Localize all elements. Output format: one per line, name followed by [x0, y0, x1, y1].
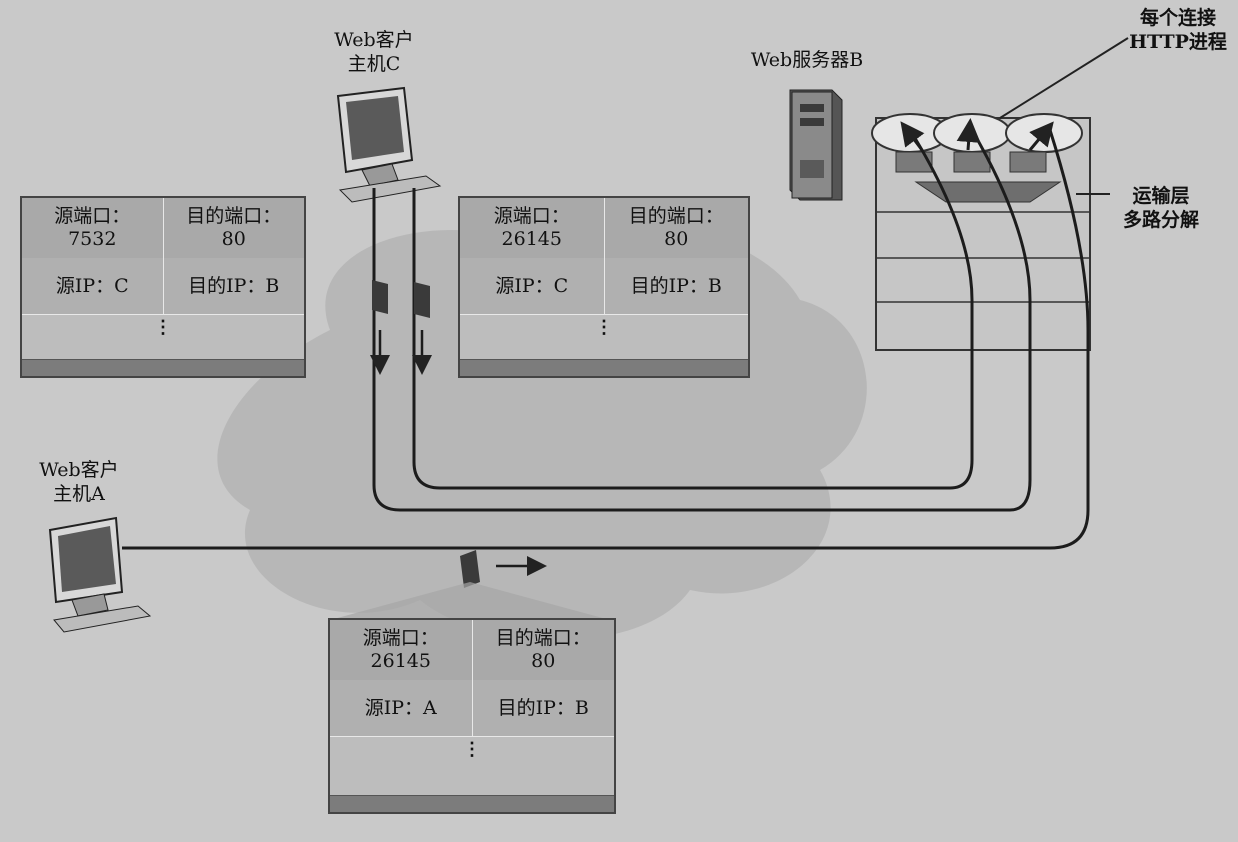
line-c1-to-server — [372, 129, 1032, 512]
host-c-label: Web客户 主机C — [324, 28, 424, 76]
segment-bottom-src-port: 源端口： 26145 — [330, 620, 472, 680]
dst-port-value: 80 — [664, 228, 689, 250]
segment-left-ports: 源端口： 7532 目的端口： 80 — [22, 198, 304, 259]
host-a-label-line2: 主机A — [53, 483, 105, 505]
packet-markers — [372, 280, 480, 588]
server-tower-icon — [789, 89, 843, 201]
segment-bottom-dst-ip: 目的IP：B — [471, 680, 615, 736]
segment-left-footer — [22, 359, 304, 376]
host-c-label-line1: Web客户 — [334, 29, 414, 51]
per-connection-label: 每个连接 HTTP进程 — [1118, 6, 1238, 54]
segment-mid-dst-port: 目的端口： 80 — [603, 198, 749, 258]
direction-arrows — [370, 330, 547, 576]
computer-a-icon — [48, 516, 152, 633]
segment-left-dst-port: 目的端口： 80 — [162, 198, 305, 258]
src-port-value: 26145 — [370, 650, 431, 672]
arrow-into-process-2 — [956, 118, 981, 151]
segment-mid-src-ip: 源IP：C — [495, 274, 569, 297]
segment-mid-ports: 源端口： 26145 目的端口： 80 — [460, 198, 748, 259]
segment-left-src-ip: 源IP：C — [55, 274, 129, 297]
segment-mid: 源端口： 26145 目的端口： 80 源IP：C 目的IP：B ⋮ — [458, 196, 750, 378]
segment-left: 源端口： 7532 目的端口： 80 源IP：C 目的IP：B ⋮ — [20, 196, 306, 378]
segment-left-dst-ip: 目的IP：B — [162, 258, 305, 314]
segment-mid-footer — [460, 359, 748, 376]
demux-trapezoid — [914, 181, 1062, 203]
dst-port-label: 目的端口： — [628, 205, 724, 227]
per-connection-label-line1: 每个连接 — [1139, 7, 1216, 29]
dst-port-label: 目的端口： — [495, 627, 591, 649]
demux-label-line1: 运输层 — [1132, 185, 1190, 207]
src-port-label: 源端口： — [54, 205, 131, 227]
src-port-label: 源端口： — [362, 627, 439, 649]
server-b-label: Web服务器B — [732, 48, 882, 72]
host-a-label-line1: Web客户 — [39, 459, 119, 481]
segment-mid-ellipsis: ⋮ — [595, 317, 613, 338]
host-c-label-line2: 主机C — [347, 53, 401, 75]
segment-mid-src-port: 源端口： 26145 — [460, 198, 604, 258]
dst-port-value: 80 — [531, 650, 556, 672]
arrow-into-process-3 — [1028, 121, 1054, 151]
host-a-label: Web客户 主机A — [24, 458, 134, 506]
segment-bottom-ports: 源端口： 26145 目的端口： 80 — [330, 620, 614, 681]
segment-mid-dst-ip: 目的IP：B — [603, 258, 749, 314]
arrow-into-process-1 — [900, 121, 925, 151]
segment-left-src-port: 源端口： 7532 — [22, 198, 163, 258]
dst-port-label: 目的端口： — [186, 205, 282, 227]
segment-left-ips: 源IP：C 目的IP：B — [22, 258, 304, 315]
callout-line-process — [999, 37, 1129, 119]
socket-squares — [895, 151, 1047, 173]
line-a-to-server — [122, 129, 1090, 550]
src-port-value: 7532 — [68, 228, 117, 250]
line-c2-to-server — [412, 129, 974, 490]
dst-port-value: 80 — [221, 228, 246, 250]
segment-left-ellipsis: ⋮ — [154, 317, 172, 338]
process-ovals — [871, 113, 1083, 153]
segment-mid-ips: 源IP：C 目的IP：B — [460, 258, 748, 315]
src-port-value: 26145 — [501, 228, 562, 250]
server-b-label-text: Web服务器B — [750, 49, 864, 71]
demux-label-line2: 多路分解 — [1122, 209, 1199, 231]
computer-c-icon — [336, 86, 442, 203]
segment-bottom-pointer — [330, 582, 610, 620]
connection-lines — [122, 129, 1090, 550]
segment-bottom: 源端口： 26145 目的端口： 80 源IP：A 目的IP：B ⋮ — [328, 618, 616, 814]
segment-bottom-dst-port: 目的端口： 80 — [471, 620, 615, 680]
per-connection-label-line2: HTTP进程 — [1129, 31, 1227, 53]
segment-bottom-src-ip: 源IP：A — [364, 696, 437, 719]
segment-bottom-ips: 源IP：A 目的IP：B — [330, 680, 614, 737]
segment-bottom-footer — [330, 795, 614, 812]
segment-bottom-ellipsis: ⋮ — [463, 739, 481, 760]
process-arrows — [900, 118, 1054, 151]
src-port-label: 源端口： — [493, 205, 570, 227]
demux-label: 运输层 多路分解 — [1106, 184, 1216, 232]
